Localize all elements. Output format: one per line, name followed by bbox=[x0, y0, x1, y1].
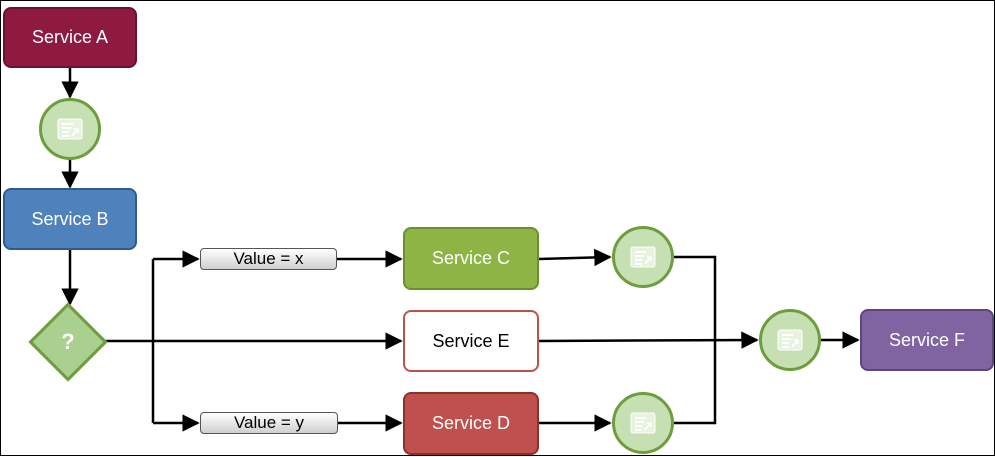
condition-x-label: Value = x bbox=[233, 249, 304, 268]
condition-value-y: Value = y bbox=[200, 412, 338, 434]
service-f-label: Service F bbox=[888, 329, 966, 350]
service-a-label: Service A bbox=[31, 27, 109, 47]
transform-node-4[interactable] bbox=[759, 309, 821, 371]
condition-value-x: Value = x bbox=[200, 248, 337, 270]
service-e-label: Service E bbox=[432, 330, 510, 351]
service-e-node[interactable]: Service E bbox=[403, 310, 539, 372]
connector-d-merge bbox=[674, 339, 717, 425]
service-d-label: Service D bbox=[431, 413, 511, 433]
service-b-label: Service B bbox=[31, 208, 109, 229]
document-transform-icon bbox=[630, 246, 656, 268]
service-f-node[interactable]: Service F bbox=[860, 309, 994, 371]
service-c-label: Service C bbox=[431, 248, 511, 268]
service-d-node[interactable]: Service D bbox=[403, 392, 539, 455]
service-c-node[interactable]: Service C bbox=[403, 227, 539, 290]
transform-node-1[interactable] bbox=[39, 98, 101, 160]
transform-node-3[interactable] bbox=[612, 392, 674, 454]
document-transform-icon bbox=[57, 118, 83, 140]
transform-node-2[interactable] bbox=[612, 226, 674, 288]
decision-label: ? bbox=[61, 329, 75, 354]
condition-y-label: Value = y bbox=[233, 413, 305, 432]
document-transform-icon bbox=[630, 412, 656, 434]
connector-c-to-transform bbox=[538, 248, 612, 267]
document-transform-icon bbox=[777, 329, 803, 351]
connector-e-to-transform bbox=[538, 331, 759, 349]
connector-c-merge bbox=[674, 255, 717, 339]
service-a-node[interactable]: Service A bbox=[3, 7, 137, 68]
service-b-node[interactable]: Service B bbox=[3, 188, 137, 250]
